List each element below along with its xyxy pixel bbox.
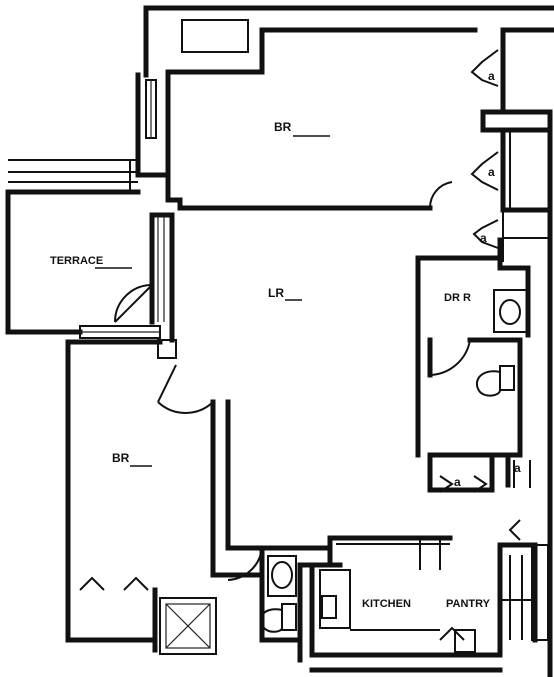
closet-label-2: a bbox=[488, 165, 495, 179]
room-label-bedroom-top: BR bbox=[274, 120, 292, 134]
room-label-dressing-room: DR R bbox=[444, 292, 471, 304]
room-label-kitchen: KITCHEN bbox=[362, 598, 411, 610]
walls bbox=[5, 5, 554, 677]
closet-labels: a a a a a bbox=[454, 69, 521, 489]
closet-label-1: a bbox=[488, 69, 495, 83]
closet-label-3: a bbox=[480, 231, 487, 245]
room-label-living-room: LR bbox=[268, 286, 284, 300]
room-label-pantry: PANTRY bbox=[446, 598, 491, 610]
closet-label-4: a bbox=[454, 475, 461, 489]
room-label-terrace: TERRACE bbox=[50, 255, 103, 267]
fixtures bbox=[8, 19, 550, 655]
closet-label-5: a bbox=[514, 461, 521, 475]
room-label-bedroom-left: BR bbox=[112, 451, 130, 465]
room-labels: BR TERRACE LR DR R BR KITCHEN PANTRY bbox=[50, 120, 491, 610]
doors bbox=[114, 49, 521, 641]
